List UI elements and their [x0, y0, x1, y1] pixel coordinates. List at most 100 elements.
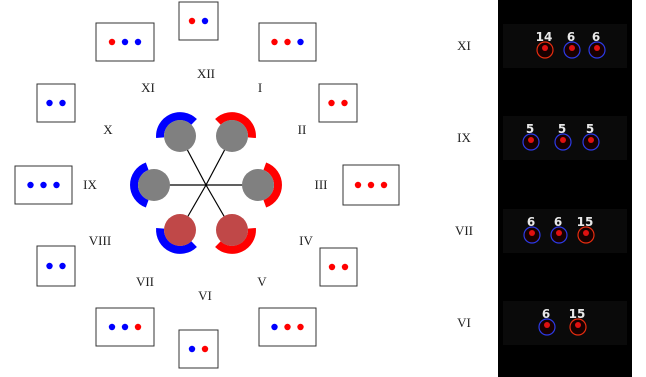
cell-core	[556, 230, 562, 236]
clock-position-vii: VII	[95, 274, 155, 347]
cell-number: 15	[577, 215, 594, 229]
hub-arc-red	[215, 227, 256, 254]
position-box	[258, 307, 317, 347]
position-label: IX	[83, 177, 97, 192]
position-label: X	[103, 122, 113, 137]
dot-blue	[121, 323, 129, 331]
micrograph-cell: 14	[536, 30, 554, 59]
cell-core	[544, 322, 550, 328]
dot-blue	[297, 38, 304, 46]
dot-blue	[188, 345, 196, 353]
position-box	[36, 83, 76, 123]
micrograph-row-label: VI	[457, 315, 471, 330]
cell-number: 15	[569, 307, 586, 321]
dot-blue	[27, 181, 34, 189]
cell-number: 14	[536, 30, 553, 44]
dot-red	[188, 17, 196, 25]
dot-blue	[134, 38, 142, 46]
dot-red	[341, 99, 348, 107]
clock-position-iii: III	[315, 164, 400, 206]
dot-blue	[201, 17, 209, 25]
dot-blue	[59, 99, 66, 107]
hub-node-circle	[138, 169, 170, 201]
clock-position-vi: VI	[178, 288, 219, 369]
cell-core	[594, 45, 600, 51]
cell-core	[583, 230, 589, 236]
position-label: III	[315, 177, 328, 192]
cell-number: 6	[567, 30, 575, 44]
dot-red	[354, 181, 362, 189]
clock-position-iv: IV	[299, 233, 358, 287]
clock-position-v: V	[257, 274, 317, 347]
micrograph-cell: 5	[522, 122, 540, 151]
hub-node	[130, 162, 170, 208]
hub-node	[215, 214, 256, 254]
position-box	[178, 329, 219, 369]
hub-node-circle	[216, 120, 248, 152]
micrograph-cell: 5	[554, 122, 572, 151]
position-label: IV	[299, 233, 313, 248]
hub-node-circle	[164, 214, 196, 246]
micrograph-row-label: VII	[455, 223, 473, 238]
dot-blue	[271, 323, 278, 331]
position-box	[318, 83, 358, 123]
micrograph-tile	[503, 301, 627, 345]
micrograph-cell: 15	[577, 215, 595, 244]
dot-red	[134, 323, 142, 331]
hub-arc-blue	[156, 112, 197, 139]
position-label: I	[258, 80, 262, 95]
cell-core	[569, 45, 575, 51]
micrograph-cell: 6	[563, 30, 581, 59]
dot-blue	[46, 262, 53, 270]
dot-blue	[121, 38, 129, 46]
cell-number: 6	[554, 215, 562, 229]
dot-red	[341, 263, 349, 271]
position-box	[319, 247, 358, 287]
dot-red	[284, 38, 291, 46]
clock-position-xii: XII	[178, 1, 219, 81]
cell-number: 5	[526, 122, 534, 136]
clock-position-x: X	[36, 83, 113, 137]
cell-number: 5	[586, 122, 594, 136]
clock-position-ix: IX	[14, 165, 97, 205]
hub-node	[156, 112, 197, 152]
micrograph-row-labels: XI IX VII VI	[455, 38, 473, 330]
dot-blue	[40, 181, 47, 189]
micrograph-row-label: IX	[457, 130, 471, 145]
hub-node-circle	[242, 169, 274, 201]
micrograph-cell: 6	[550, 215, 568, 244]
hub-diagram	[130, 112, 282, 254]
micrograph-row-label: XI	[457, 38, 471, 53]
position-label: VII	[136, 274, 154, 289]
micrograph-cell: 6	[538, 307, 556, 336]
cell-number: 6	[527, 215, 535, 229]
cell-core	[542, 45, 548, 51]
clock-position-viii: VIII	[36, 233, 111, 287]
dot-red	[271, 38, 278, 46]
position-box	[178, 1, 219, 41]
micrograph-cell: 6	[523, 215, 541, 244]
position-label: V	[257, 274, 267, 289]
dot-red	[201, 345, 209, 353]
micrograph-panel-group: 14 6 6 5 5 5 6 6 15 6 15	[498, 0, 632, 377]
position-label: XI	[141, 80, 155, 95]
position-label: VIII	[89, 233, 111, 248]
dot-blue	[108, 323, 116, 331]
cell-core	[588, 137, 594, 143]
cell-number: 5	[558, 122, 566, 136]
position-label: VI	[198, 288, 212, 303]
micrograph-row: 6 15	[538, 307, 587, 336]
hub-node	[242, 162, 282, 208]
clock-position-i: I	[258, 22, 317, 95]
dot-blue	[59, 262, 66, 270]
position-label: II	[298, 122, 307, 137]
cell-core	[529, 230, 535, 236]
cell-number: 6	[592, 30, 600, 44]
cell-core	[575, 322, 581, 328]
position-label: XII	[197, 66, 215, 81]
hub-node-circle	[216, 214, 248, 246]
micrograph-row: 6 6 15	[523, 215, 595, 244]
cell-number: 6	[542, 307, 550, 321]
